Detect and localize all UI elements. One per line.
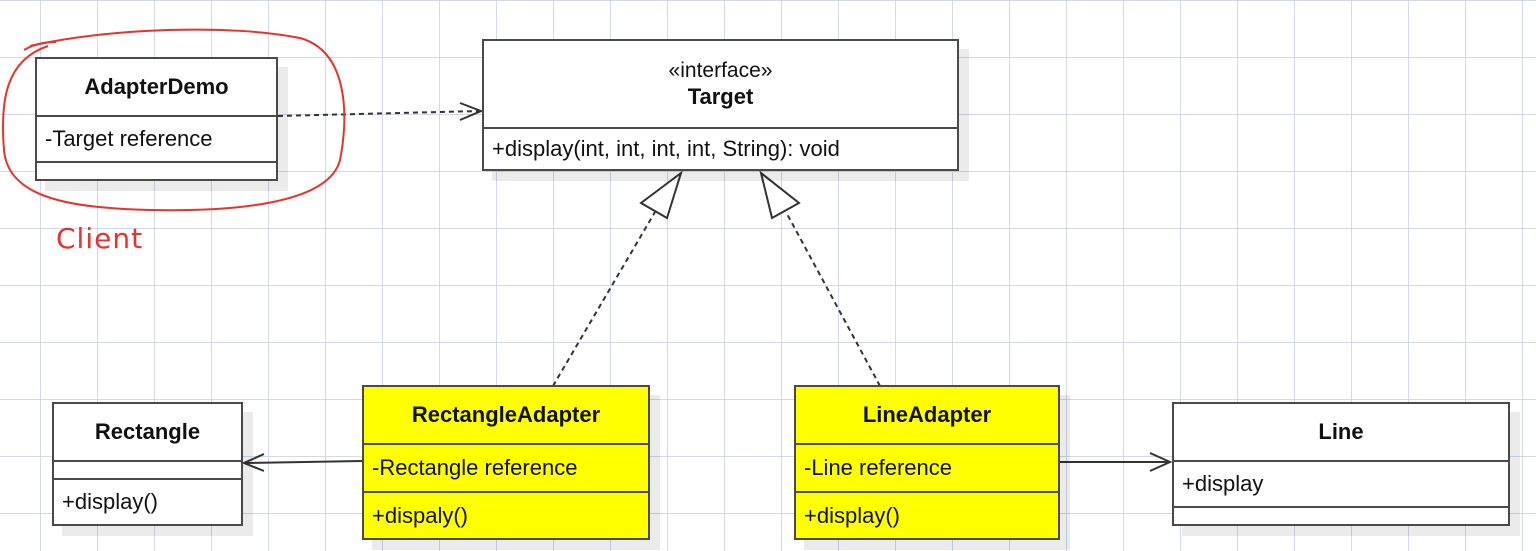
realization-arrowhead-right xyxy=(759,170,801,220)
class-name: RectangleAdapter xyxy=(411,402,601,427)
class-line[interactable]: Line +display xyxy=(1172,402,1510,526)
attribute: -Line reference xyxy=(796,443,1058,491)
operation: +display(int, int, int, int, String): vo… xyxy=(484,127,957,169)
client-annotation-label: Client xyxy=(56,222,144,255)
client-annotation-stroke xyxy=(23,41,57,51)
class-name: Line xyxy=(1318,419,1364,444)
attribute: -Target reference xyxy=(37,115,276,161)
interface-header: «interface» Target xyxy=(484,41,957,127)
dependency-line-adapterdemo-target xyxy=(277,110,481,117)
class-lineadapter[interactable]: LineAdapter -Line reference +display() xyxy=(794,385,1060,540)
realization-line-rectangleadapter-target xyxy=(552,211,656,387)
association-arrowhead-rectangle xyxy=(241,453,265,472)
class-name: Rectangle xyxy=(94,419,201,444)
client-annotation-circle xyxy=(1,28,346,212)
class-name: AdapterDemo xyxy=(84,74,229,99)
dependency-arrowhead xyxy=(459,102,484,121)
attribute: -Rectangle reference xyxy=(364,443,648,491)
operations-compartment xyxy=(37,161,276,179)
operation: +dispaly() xyxy=(364,491,648,538)
realization-arrowhead-left xyxy=(639,170,683,220)
operation: +display() xyxy=(796,491,1058,538)
realization-line-lineadapter-target xyxy=(785,211,881,387)
class-adapterdemo[interactable]: AdapterDemo -Target reference xyxy=(35,57,278,181)
class-rectangleadapter[interactable]: RectangleAdapter -Rectangle reference +d… xyxy=(362,385,650,540)
association-arrowhead-line xyxy=(1149,452,1173,472)
attributes-compartment xyxy=(54,460,241,478)
association-line-rectangleadapter-rectangle xyxy=(243,460,363,464)
operations-compartment xyxy=(1174,506,1508,524)
stereotype: «interface» xyxy=(668,59,773,82)
interface-target[interactable]: «interface» Target +display(int, int, in… xyxy=(482,39,959,171)
class-name: Target xyxy=(687,84,754,109)
class-rectangle[interactable]: Rectangle +display() xyxy=(52,402,243,526)
operation: +display() xyxy=(54,478,241,524)
attribute: +display xyxy=(1174,460,1508,506)
class-name: LineAdapter xyxy=(862,402,992,427)
